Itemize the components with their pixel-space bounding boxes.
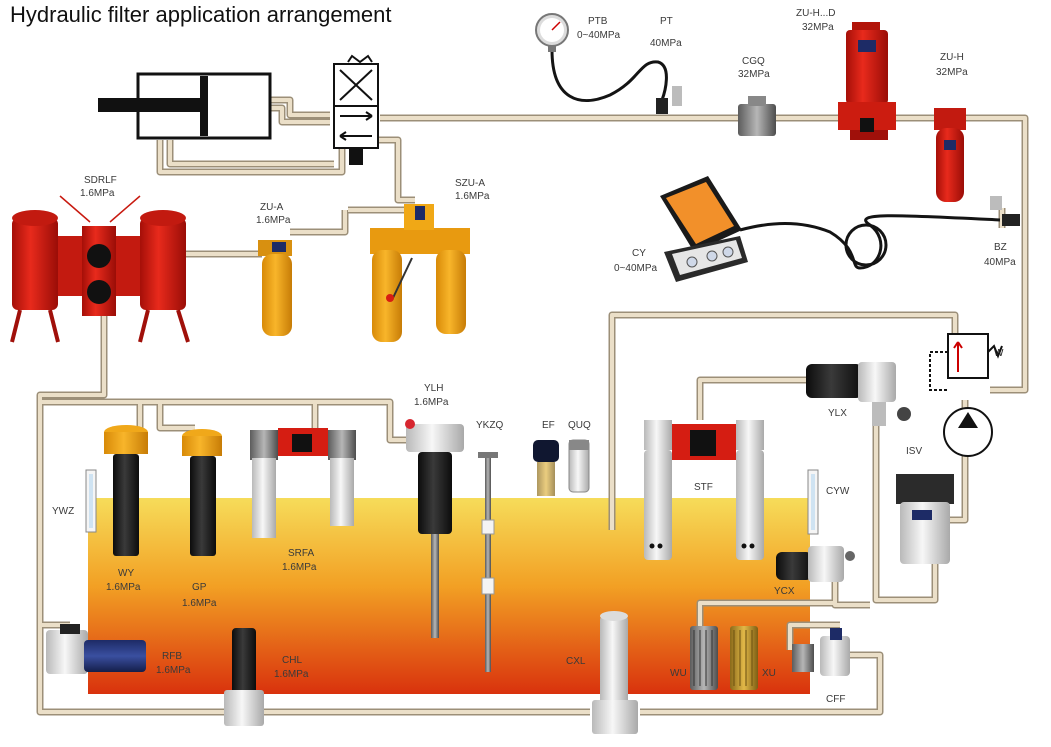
zu-h-d-filter bbox=[838, 22, 896, 140]
label-quq-name: QUQ bbox=[568, 420, 591, 431]
cy-test-kit bbox=[660, 176, 748, 282]
w-valve-symbol bbox=[929, 333, 1003, 391]
directional-valve bbox=[333, 54, 379, 165]
bz-coupling bbox=[990, 196, 1020, 226]
cgq-block bbox=[738, 96, 776, 136]
diagram-title: Hydraulic filter application arrangement bbox=[10, 2, 392, 27]
component-labels: SDRLF 1.6MPa ZU-A 1.6MPa SZU-A 1.6MPa PT… bbox=[52, 8, 1016, 705]
label-zu-h-d-pressure: 32MPa bbox=[802, 22, 834, 33]
label-chl-pressure: 1.6MPa bbox=[274, 669, 309, 680]
ptb-pressure-gauge bbox=[535, 13, 569, 52]
label-szu-a-pressure: 1.6MPa bbox=[455, 191, 490, 202]
label-xu-name: XU bbox=[762, 668, 776, 679]
label-sdrlf-name: SDRLF bbox=[84, 175, 117, 186]
ycx-filter bbox=[776, 546, 855, 582]
label-cxl-name: CXL bbox=[566, 656, 586, 667]
xu-element bbox=[730, 626, 758, 690]
gp-filter bbox=[182, 429, 222, 556]
label-cyw-name: CYW bbox=[826, 486, 850, 497]
label-cgq-name: CGQ bbox=[742, 56, 765, 67]
label-w-name: W bbox=[994, 348, 1004, 359]
label-cy-name: CY bbox=[632, 248, 646, 259]
hydraulic-cylinder bbox=[98, 72, 272, 140]
wu-element bbox=[690, 626, 718, 690]
label-bz-name: BZ bbox=[994, 242, 1007, 253]
label-zu-h-name: ZU-H bbox=[940, 52, 964, 63]
label-rfb-pressure: 1.6MPa bbox=[156, 665, 191, 676]
sdrlf-duplex-filter bbox=[10, 195, 190, 343]
pt-test-coupling bbox=[656, 86, 682, 114]
rfb-filter bbox=[46, 624, 146, 674]
label-ylh-name: YLH bbox=[424, 383, 443, 394]
label-ptb-name: PTB bbox=[588, 16, 608, 27]
ykzq-level-switch bbox=[478, 452, 498, 672]
label-isv-name: ISV bbox=[906, 446, 922, 457]
label-rfb-name: RFB bbox=[162, 651, 182, 662]
label-cff-name: CFF bbox=[826, 694, 845, 705]
zu-a-filter bbox=[258, 240, 292, 336]
pipe-network bbox=[36, 96, 1029, 716]
ylh-filter bbox=[405, 419, 464, 638]
label-ptb-pressure: 0~40MPa bbox=[577, 30, 621, 41]
ywz-level-gauge bbox=[85, 469, 97, 533]
label-ef-name: EF bbox=[542, 420, 555, 431]
label-zu-h-pressure: 32MPa bbox=[936, 67, 968, 78]
label-gp-name: GP bbox=[192, 582, 207, 593]
label-wu-name: WU bbox=[670, 668, 687, 679]
quq-breather bbox=[568, 439, 590, 493]
label-stf-name: STF bbox=[694, 482, 713, 493]
label-ylx-name: YLX bbox=[828, 408, 847, 419]
label-cy-pressure: 0~40MPa bbox=[614, 263, 658, 274]
label-cgq-pressure: 32MPa bbox=[738, 69, 770, 80]
ylx-filter bbox=[806, 362, 911, 426]
srfa-duplex-filter bbox=[250, 428, 356, 538]
label-zu-h-d-name: ZU-H...D bbox=[796, 8, 835, 19]
label-sdrlf-pressure: 1.6MPa bbox=[80, 188, 115, 199]
zu-h-filter bbox=[934, 108, 966, 202]
label-zu-a-name: ZU-A bbox=[260, 202, 284, 213]
szu-a-duplex-filter bbox=[370, 204, 470, 342]
cyw-level-gauge bbox=[807, 469, 819, 535]
label-ylh-pressure: 1.6MPa bbox=[414, 397, 449, 408]
label-pt-name: PT bbox=[660, 16, 673, 27]
label-srfa-name: SRFA bbox=[288, 548, 314, 559]
label-ycx-name: YCX bbox=[774, 586, 795, 597]
wy-filter bbox=[104, 425, 148, 556]
label-bz-pressure: 40MPa bbox=[984, 257, 1016, 268]
stf-duplex-filter bbox=[644, 420, 764, 560]
chl-filter bbox=[224, 628, 264, 726]
ef-breather bbox=[533, 440, 559, 496]
cff-filter bbox=[792, 628, 850, 676]
label-srfa-pressure: 1.6MPa bbox=[282, 562, 317, 573]
label-gp-pressure: 1.6MPa bbox=[182, 598, 217, 609]
label-szu-a-name: SZU-A bbox=[455, 178, 485, 189]
cxl-filter bbox=[592, 611, 638, 734]
label-wy-pressure: 1.6MPa bbox=[106, 582, 141, 593]
label-pt-pressure: 40MPa bbox=[650, 38, 682, 49]
label-ywz-name: YWZ bbox=[52, 506, 74, 517]
label-chl-name: CHL bbox=[282, 655, 302, 666]
label-ykzq-name: YKZQ bbox=[476, 420, 503, 431]
pump-symbol bbox=[943, 407, 993, 457]
isv-valve bbox=[896, 474, 954, 564]
test-hoses bbox=[550, 49, 1001, 270]
label-wy-name: WY bbox=[118, 568, 134, 579]
label-zu-a-pressure: 1.6MPa bbox=[256, 215, 291, 226]
